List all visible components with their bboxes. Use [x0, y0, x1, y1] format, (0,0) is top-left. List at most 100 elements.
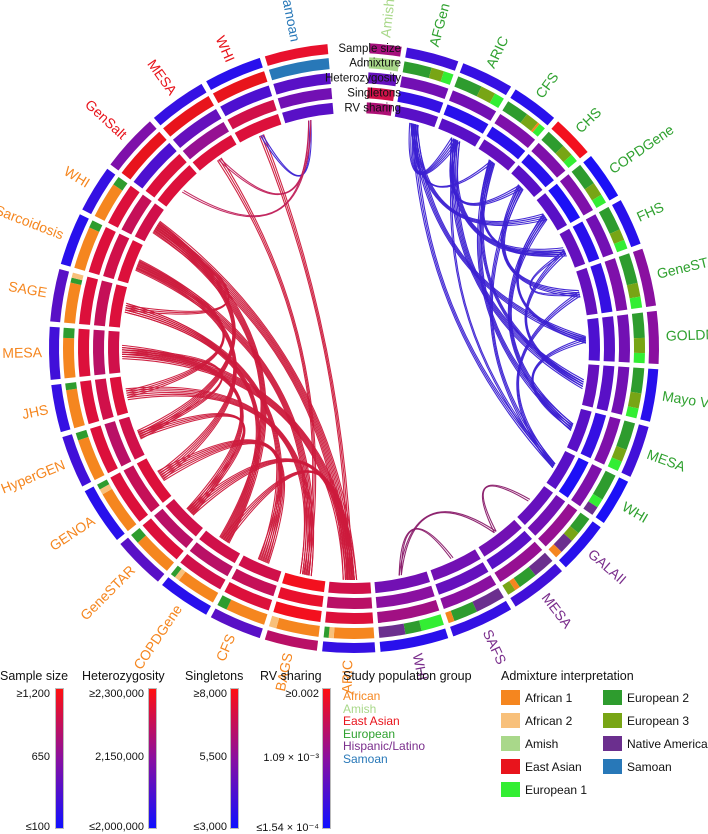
admixture-segment: [502, 101, 528, 123]
rv-sharing-segment: [282, 102, 334, 124]
admixture-segment: [571, 164, 594, 190]
study-ring-segments: [49, 43, 659, 653]
ring-label: Singletons: [347, 88, 401, 100]
sample-size-segment: [264, 44, 329, 66]
admix-label: Amish: [525, 736, 559, 751]
rv-sharing-segment: [134, 203, 164, 242]
singletons-segment: [527, 494, 566, 536]
admixture-segment: [65, 382, 77, 391]
singletons-segment: [580, 412, 607, 459]
heterozygosity-segment: [494, 541, 543, 583]
sample-size-segment: [84, 486, 125, 540]
scale-mid: 650: [31, 751, 50, 763]
admixture-segment: [212, 71, 268, 104]
rv-link: [163, 443, 280, 560]
gradient-bar: [55, 688, 64, 829]
heterozygosity-segment: [172, 108, 222, 149]
admix-european-2: European 2: [603, 690, 689, 705]
rv-link: [125, 309, 279, 561]
heterozygosity-segment: [604, 258, 628, 312]
study-label: Sarcoidosis: [0, 202, 66, 243]
heterozygosity-segment: [273, 601, 322, 622]
singletons-segment: [443, 104, 489, 134]
scale-min: ≤2,000,000: [89, 821, 144, 833]
admixture-segment: [445, 610, 455, 624]
heterozygosity-segment: [367, 72, 398, 87]
singletons-segment: [189, 542, 233, 577]
singletons-segment: [486, 126, 526, 160]
sample-size-segment: [62, 434, 92, 487]
study-label: Amish: [377, 0, 397, 38]
heterozygosity-segment: [611, 366, 630, 415]
study-label: ARIC: [339, 660, 356, 694]
admixture-segment: [440, 71, 454, 85]
admix-native-american: Native American: [603, 736, 708, 751]
admix-european-1: European 1: [501, 782, 587, 797]
admix-label: European 3: [627, 713, 690, 728]
admixture-segment: [513, 566, 536, 588]
ring-label: Heterozygosity: [325, 73, 401, 85]
admixture-segment: [174, 568, 186, 581]
admixture-segment: [94, 184, 123, 221]
admixture-segment: [625, 406, 639, 419]
admixture-segment: [333, 627, 375, 639]
singletons-segment: [277, 87, 333, 109]
heterozygosity-segment: [617, 314, 630, 363]
sample-size-segment: [49, 326, 61, 380]
admixture-segment: [583, 501, 598, 515]
swatch: [501, 782, 520, 797]
singletons-segment: [182, 121, 229, 160]
admixture-segment: [563, 154, 577, 169]
rv-link: [125, 228, 229, 312]
study-label: WHI: [619, 498, 651, 526]
admixture-segment: [70, 277, 83, 286]
swatch: [603, 713, 622, 728]
admix-european-3: European 3: [603, 713, 689, 728]
sample-size-segment: [551, 121, 588, 159]
rv-link: [450, 138, 554, 468]
heterozygosity-segment: [79, 276, 99, 325]
heterozygosity-segment: [110, 472, 149, 522]
rv-link: [122, 353, 223, 434]
singletons-segment: [231, 568, 277, 597]
admixture-segment: [102, 488, 137, 532]
heterozygosity-segment: [448, 90, 497, 121]
admix-african-2: African 2: [501, 713, 572, 728]
singletons-segment: [367, 87, 395, 102]
study-label: CFS: [532, 69, 562, 101]
singletons-segment: [521, 154, 554, 188]
rv-link: [451, 139, 555, 466]
study-label: SAFS: [480, 627, 510, 667]
gradient-bar: [322, 688, 331, 829]
group-hispanic-latino: Hispanic/Latino: [343, 739, 426, 754]
study-label: CHS: [572, 104, 604, 136]
study-label: FHS: [634, 199, 666, 225]
rv-sharing-segment: [234, 114, 282, 143]
study-label: MESA: [144, 56, 180, 98]
heterozygosity-segment: [400, 76, 449, 99]
admixture-segment: [629, 296, 643, 310]
rv-link: [398, 528, 454, 576]
admixture-segment: [450, 601, 477, 622]
rv-sharing-segment: [282, 572, 326, 593]
admixture-segment: [563, 526, 579, 541]
admixture-segment: [631, 312, 645, 339]
ring-label: Sample size: [338, 43, 401, 55]
rv-sharing-segment: [165, 499, 203, 537]
rv-link: [415, 124, 556, 465]
admixture-segment: [402, 61, 432, 79]
admixture-segment: [588, 493, 603, 508]
study-label: MESA: [2, 344, 43, 361]
study-label: GALAII: [585, 546, 630, 588]
rv-link: [400, 512, 495, 576]
sample-size-segment: [110, 121, 157, 171]
rv-link: [126, 302, 283, 564]
admixture-segment: [74, 227, 100, 271]
study-label: SAGE: [7, 278, 48, 301]
heterozygosity-segment: [377, 600, 440, 623]
study-label: Samoan: [278, 0, 304, 43]
study-label: WHI: [213, 33, 239, 64]
rv-link: [480, 160, 584, 387]
admixture-segment: [99, 484, 113, 495]
